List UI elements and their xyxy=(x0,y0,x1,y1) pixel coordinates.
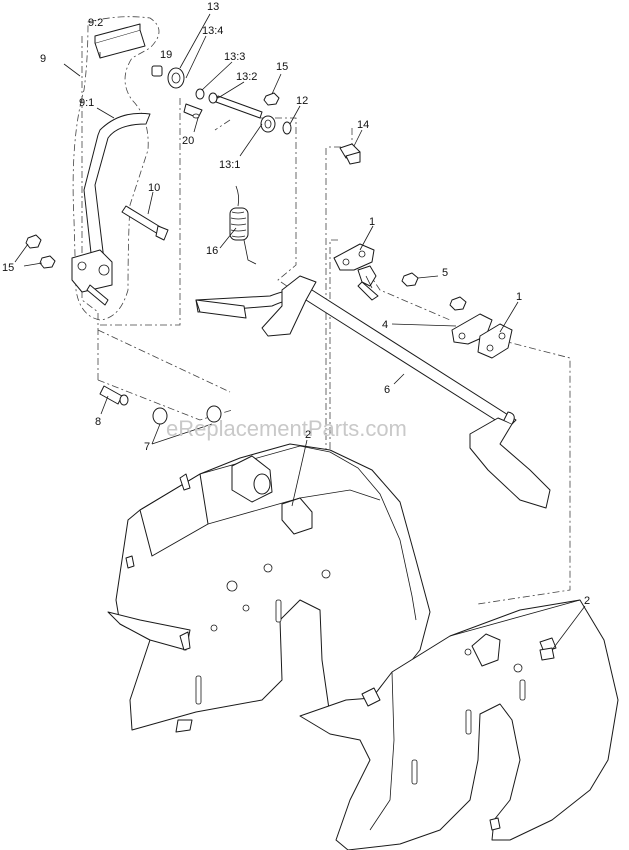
callout-12: 12 xyxy=(296,95,308,107)
callout-13-1: 13:1 xyxy=(219,159,240,171)
callout-1-right: 1 xyxy=(516,291,522,303)
callout-13-3: 13:3 xyxy=(224,51,245,63)
callout-6: 6 xyxy=(384,384,390,396)
callout-9: 9 xyxy=(40,53,46,65)
pedal-assembly-outline xyxy=(72,16,160,321)
callout-20: 20 xyxy=(182,135,194,147)
callout-15-left: 15 xyxy=(2,262,14,274)
nuts-15-left xyxy=(25,234,56,269)
callout-13: 13 xyxy=(207,1,219,13)
pedal-arm xyxy=(71,112,151,306)
callout-13-4: 13:4 xyxy=(202,25,223,37)
callout-leaders xyxy=(14,13,586,651)
callout-14: 14 xyxy=(357,119,369,131)
spring-16 xyxy=(229,185,257,265)
pin-2-right xyxy=(539,647,555,661)
callout-2-center: 2 xyxy=(305,429,311,441)
bracket-1-right xyxy=(477,323,513,359)
callout-15-top: 15 xyxy=(276,61,288,73)
bracket-1-upper xyxy=(333,243,375,271)
pedal-pad xyxy=(94,23,146,59)
callout-7: 7 xyxy=(144,441,150,453)
pedal-hardware xyxy=(151,65,292,135)
callout-9-2: 9:2 xyxy=(88,17,103,29)
callout-19: 19 xyxy=(160,49,172,61)
center-housing xyxy=(107,443,431,733)
cross-shaft-6 xyxy=(195,275,551,509)
callout-2-right: 2 xyxy=(584,595,590,607)
bolt-10 xyxy=(121,205,169,241)
callout-10: 10 xyxy=(148,182,160,194)
callout-4: 4 xyxy=(382,319,388,331)
callout-9-1: 9:1 xyxy=(79,97,94,109)
callout-labels: 9:2 13 13:4 19 9 13:3 15 13:2 12 9:1 20 … xyxy=(2,1,590,607)
nuts-5 xyxy=(401,272,467,311)
right-side-housing xyxy=(299,599,619,850)
bushing-8 xyxy=(99,385,129,406)
callout-5: 5 xyxy=(442,267,448,279)
callout-8: 8 xyxy=(95,416,101,428)
watermark: eReplacementParts.com xyxy=(166,416,407,441)
bolt-14 xyxy=(339,143,361,165)
callout-1-upper: 1 xyxy=(369,216,375,228)
callout-13-2: 13:2 xyxy=(236,71,257,83)
callout-16: 16 xyxy=(206,245,218,257)
